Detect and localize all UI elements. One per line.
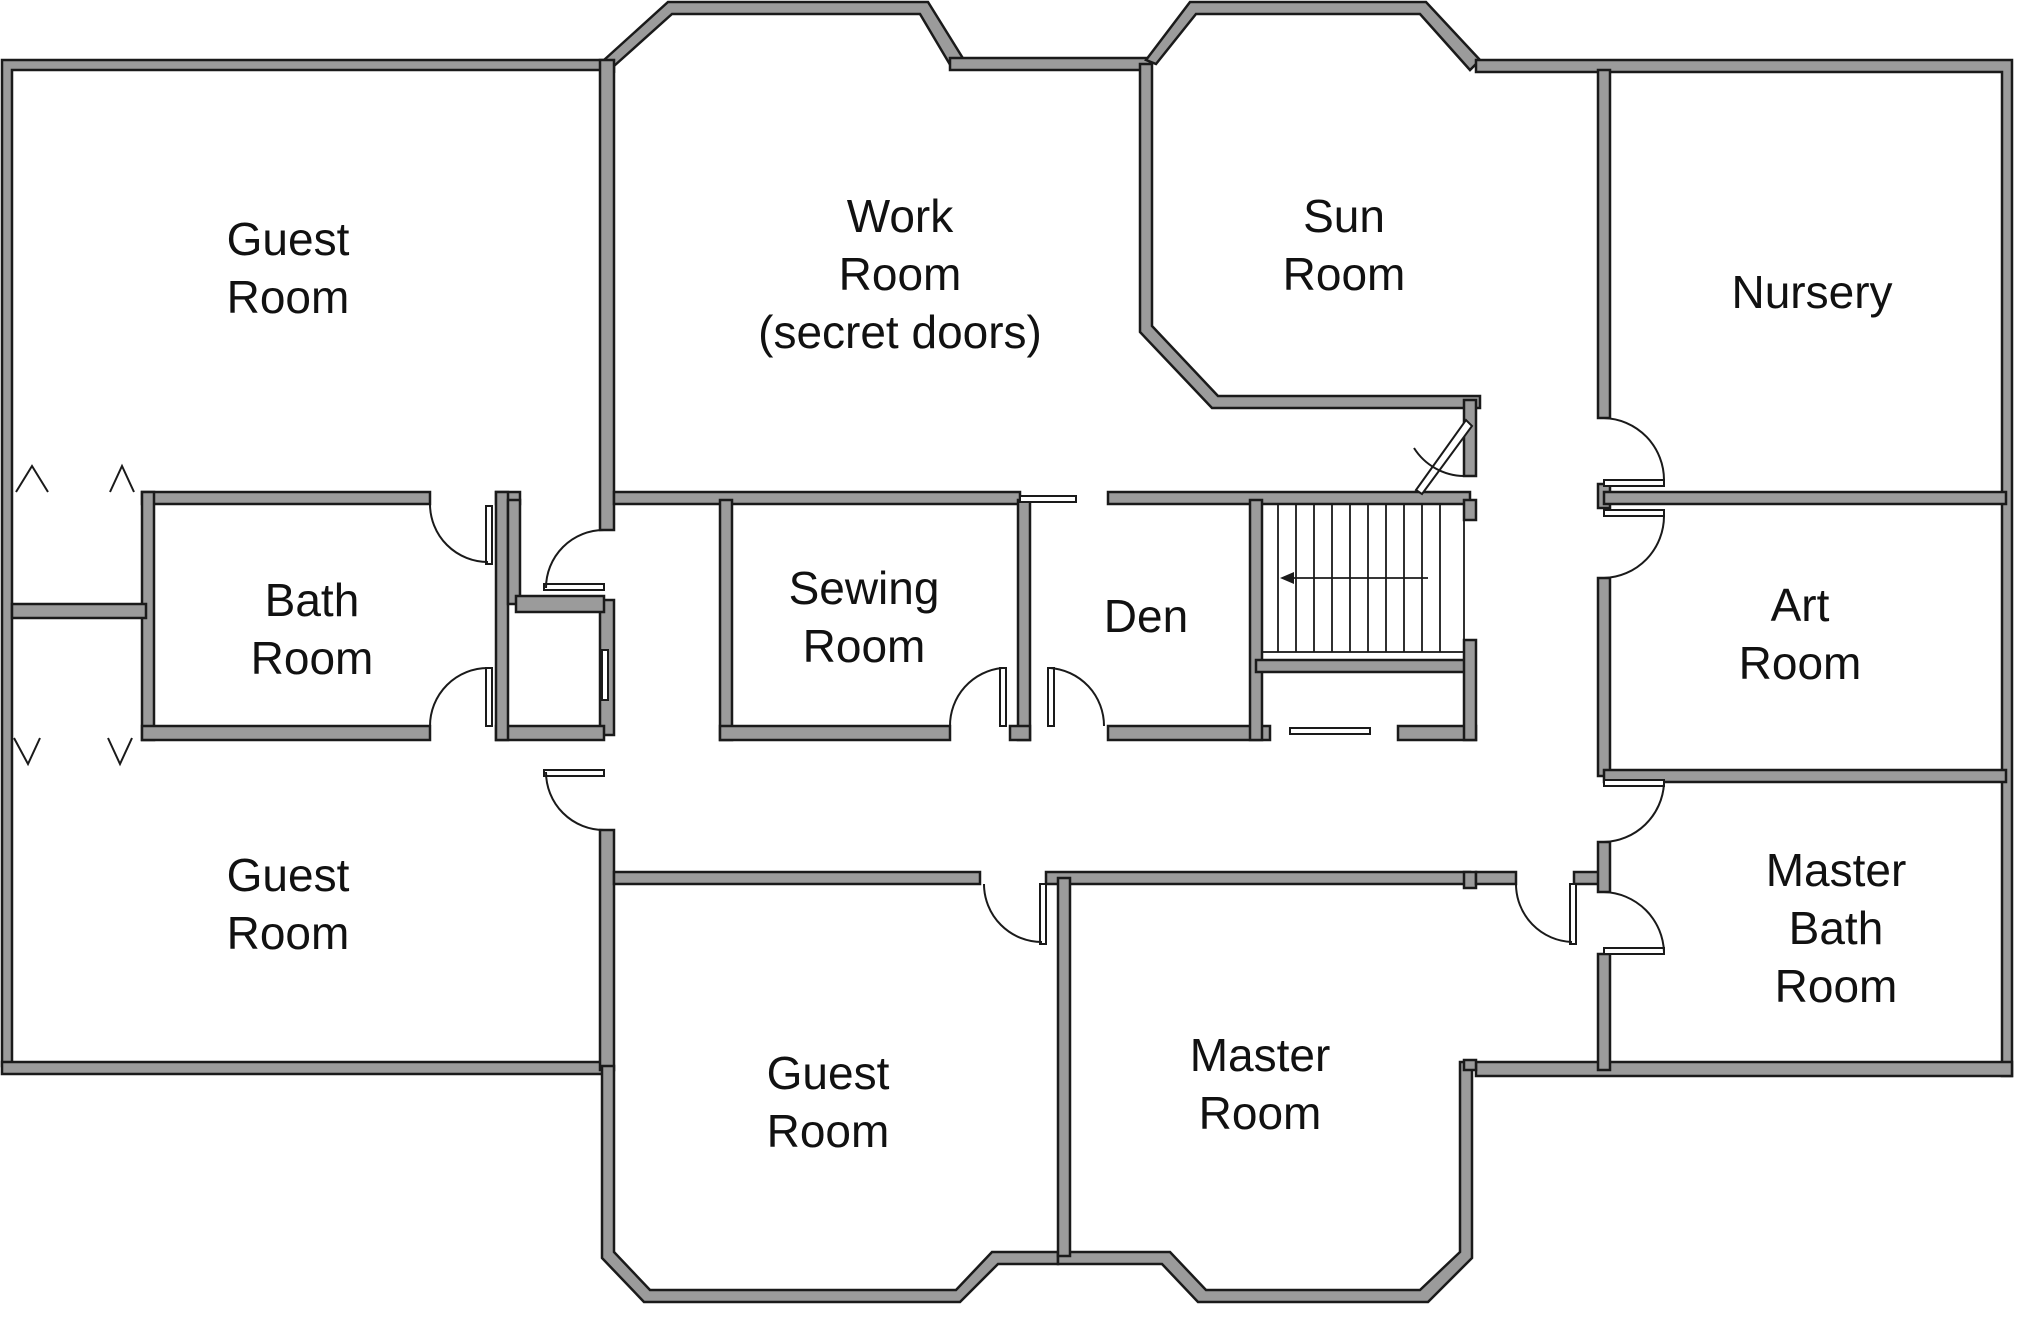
- room-label-master-room: Master Room: [1189, 1029, 1331, 1139]
- room-label-art-room: Art Room: [1738, 579, 1862, 689]
- room-label-guest-room-bottom-left: Guest Room: [226, 849, 350, 959]
- room-label-guest-room-top-left: Guest Room: [226, 213, 350, 323]
- room-label-den: Den: [1103, 590, 1189, 642]
- room-label-sewing-room: Sewing Room: [788, 562, 940, 672]
- room-label-nursery: Nursery: [1731, 266, 1893, 318]
- room-label-master-bath-room: Master Bath Room: [1765, 844, 1907, 1012]
- room-label-work-room: Work Room (secret doors): [758, 190, 1042, 358]
- staircase: [1261, 503, 1465, 653]
- interior-walls: [10, 68, 2008, 1258]
- room-label-bath-room: Bath Room: [250, 574, 374, 684]
- doors: [13, 417, 1665, 955]
- room-label-sun-room: Sun Room: [1282, 190, 1406, 300]
- room-label-guest-room-bottom: Guest Room: [766, 1047, 890, 1157]
